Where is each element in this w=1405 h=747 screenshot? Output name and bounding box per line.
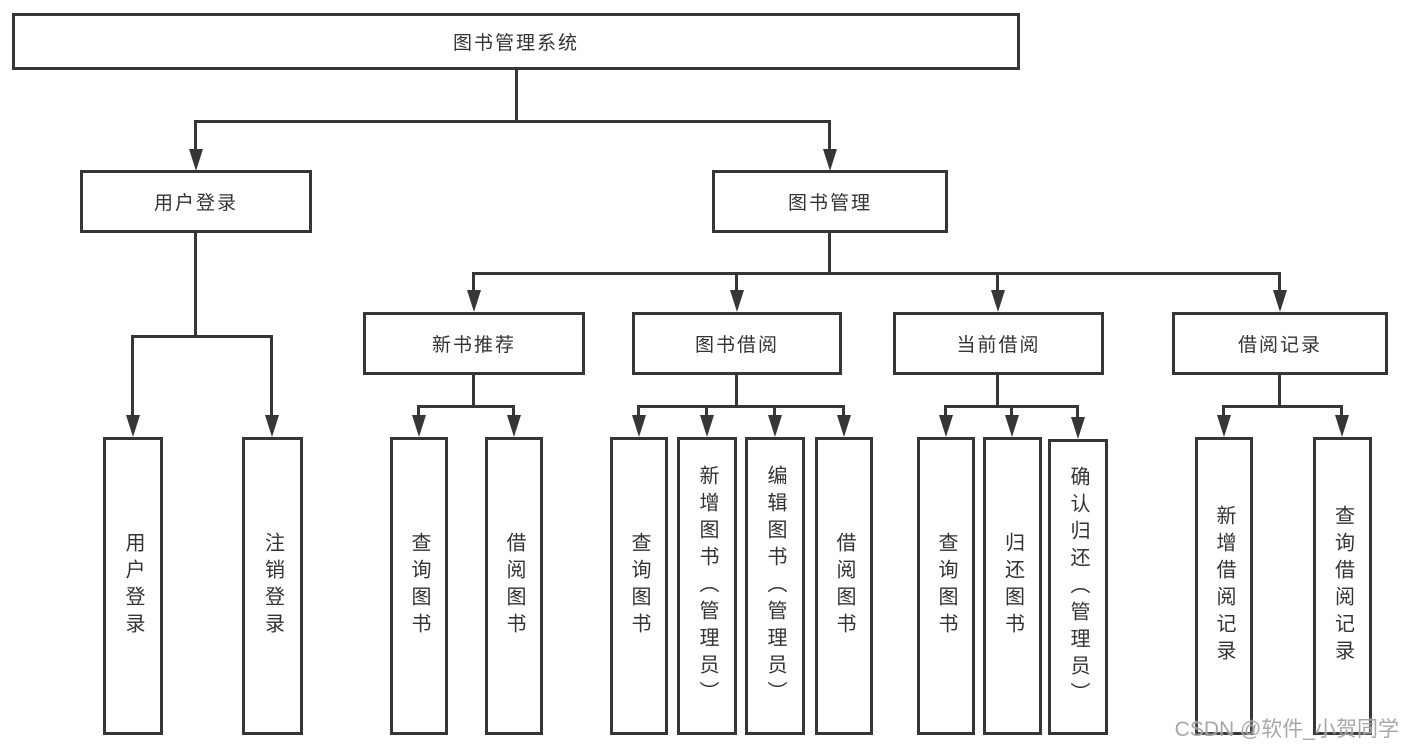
leaf-borrow-book-recommend-label: 借阅图书	[503, 532, 525, 640]
connector	[828, 120, 831, 151]
connector	[1278, 272, 1281, 292]
connector	[417, 405, 515, 408]
connector	[637, 405, 640, 417]
leaf-return-book-label: 归还图书	[1001, 532, 1024, 640]
leaf-add-book-admin-label: 新增图书（管理员）	[696, 464, 718, 708]
node-book-borrow: 图书借阅	[632, 312, 842, 375]
node-book-management: 图书管理	[712, 170, 948, 233]
leaf-edit-book-admin-label: 编辑图书（管理员）	[764, 464, 786, 708]
arrowhead-down-icon	[265, 415, 279, 437]
connector	[1222, 405, 1225, 417]
arrowhead-down-icon	[412, 415, 426, 437]
connector	[472, 272, 475, 292]
arrowhead-down-icon	[1217, 415, 1231, 437]
leaf-logout: 注销登录	[242, 437, 303, 735]
connector	[996, 272, 999, 292]
node-new-book-recommend: 新书推荐	[363, 312, 585, 375]
arrowhead-down-icon	[991, 290, 1005, 312]
connector	[944, 405, 947, 417]
leaf-query-book-recommend-label: 查询图书	[408, 532, 430, 640]
arrowhead-down-icon	[837, 415, 851, 437]
arrowhead-down-icon	[632, 415, 646, 437]
connector	[1010, 405, 1013, 417]
node-user-login-label: 用户登录	[153, 193, 238, 214]
leaf-user-login-label: 用户登录	[122, 532, 144, 640]
node-current-borrow-label: 当前借阅	[956, 335, 1041, 356]
connector	[194, 120, 831, 123]
arrowhead-down-icon	[1005, 415, 1019, 437]
connector	[512, 405, 515, 417]
connector	[705, 405, 708, 417]
leaf-return-book: 归还图书	[983, 437, 1042, 735]
arrowhead-down-icon	[730, 290, 744, 312]
connector	[828, 233, 831, 272]
arrowhead-down-icon	[768, 415, 782, 437]
leaf-query-book-borrow-label: 查询图书	[628, 532, 650, 640]
node-book-borrow-label: 图书借阅	[694, 335, 779, 356]
connector	[1222, 405, 1343, 408]
leaf-query-borrow-record: 查询借阅记录	[1313, 437, 1372, 735]
node-borrow-record: 借阅记录	[1172, 312, 1388, 375]
leaf-add-borrow-record: 新增借阅记录	[1195, 437, 1253, 735]
node-borrow-record-label: 借阅记录	[1237, 335, 1322, 356]
leaf-query-book-recommend: 查询图书	[390, 437, 448, 735]
node-new-book-recommend-label: 新书推荐	[431, 335, 516, 356]
csdn-watermark: CSDN @软件_小贺同学	[1174, 718, 1399, 741]
connector	[194, 120, 197, 151]
arrowhead-down-icon	[700, 415, 714, 437]
arrowhead-down-icon	[939, 415, 953, 437]
arrowhead-down-icon	[507, 415, 521, 437]
leaf-query-book-current: 查询图书	[917, 437, 975, 735]
arrowhead-down-icon	[823, 149, 837, 171]
leaf-borrow-book-label: 借阅图书	[833, 532, 855, 640]
leaf-query-book-borrow: 查询图书	[610, 437, 668, 735]
arrowhead-down-icon	[467, 290, 481, 312]
leaf-borrow-book-recommend: 借阅图书	[485, 437, 543, 735]
arrowhead-down-icon	[1335, 415, 1349, 437]
connector	[637, 405, 845, 408]
connector	[194, 233, 197, 335]
arrowhead-down-icon	[189, 149, 203, 171]
leaf-query-borrow-record-label: 查询借阅记录	[1331, 505, 1354, 667]
node-root-label: 图书管理系统	[452, 33, 579, 54]
node-current-borrow: 当前借阅	[893, 312, 1104, 375]
arrowhead-down-icon	[1071, 417, 1085, 439]
connector	[131, 335, 273, 338]
node-root: 图书管理系统	[12, 13, 1020, 70]
node-book-management-label: 图书管理	[787, 193, 872, 214]
connector	[472, 375, 475, 405]
leaf-confirm-return-admin: 确认归还（管理员）	[1048, 439, 1108, 735]
connector	[1076, 405, 1079, 417]
arrowhead-down-icon	[126, 415, 140, 437]
leaf-query-book-current-label: 查询图书	[935, 532, 957, 640]
leaf-user-login: 用户登录	[103, 437, 163, 735]
connector	[735, 375, 738, 405]
leaf-edit-book-admin: 编辑图书（管理员）	[745, 437, 805, 735]
connector	[773, 405, 776, 417]
connector	[515, 70, 518, 120]
node-user-login: 用户登录	[80, 170, 312, 233]
leaf-logout-label: 注销登录	[261, 532, 284, 640]
leaf-add-borrow-record-label: 新增借阅记录	[1213, 505, 1235, 667]
connector	[1340, 405, 1343, 417]
leaf-confirm-return-admin-label: 确认归还（管理员）	[1067, 465, 1089, 709]
connector	[1278, 375, 1281, 405]
connector	[842, 405, 845, 417]
connector	[735, 272, 738, 292]
leaf-borrow-book: 借阅图书	[815, 437, 873, 735]
connector	[472, 272, 1280, 275]
leaf-add-book-admin: 新增图书（管理员）	[677, 437, 737, 735]
connector	[270, 335, 273, 417]
connector	[996, 375, 999, 405]
arrowhead-down-icon	[1273, 290, 1287, 312]
connector	[417, 405, 420, 417]
connector	[131, 335, 134, 417]
